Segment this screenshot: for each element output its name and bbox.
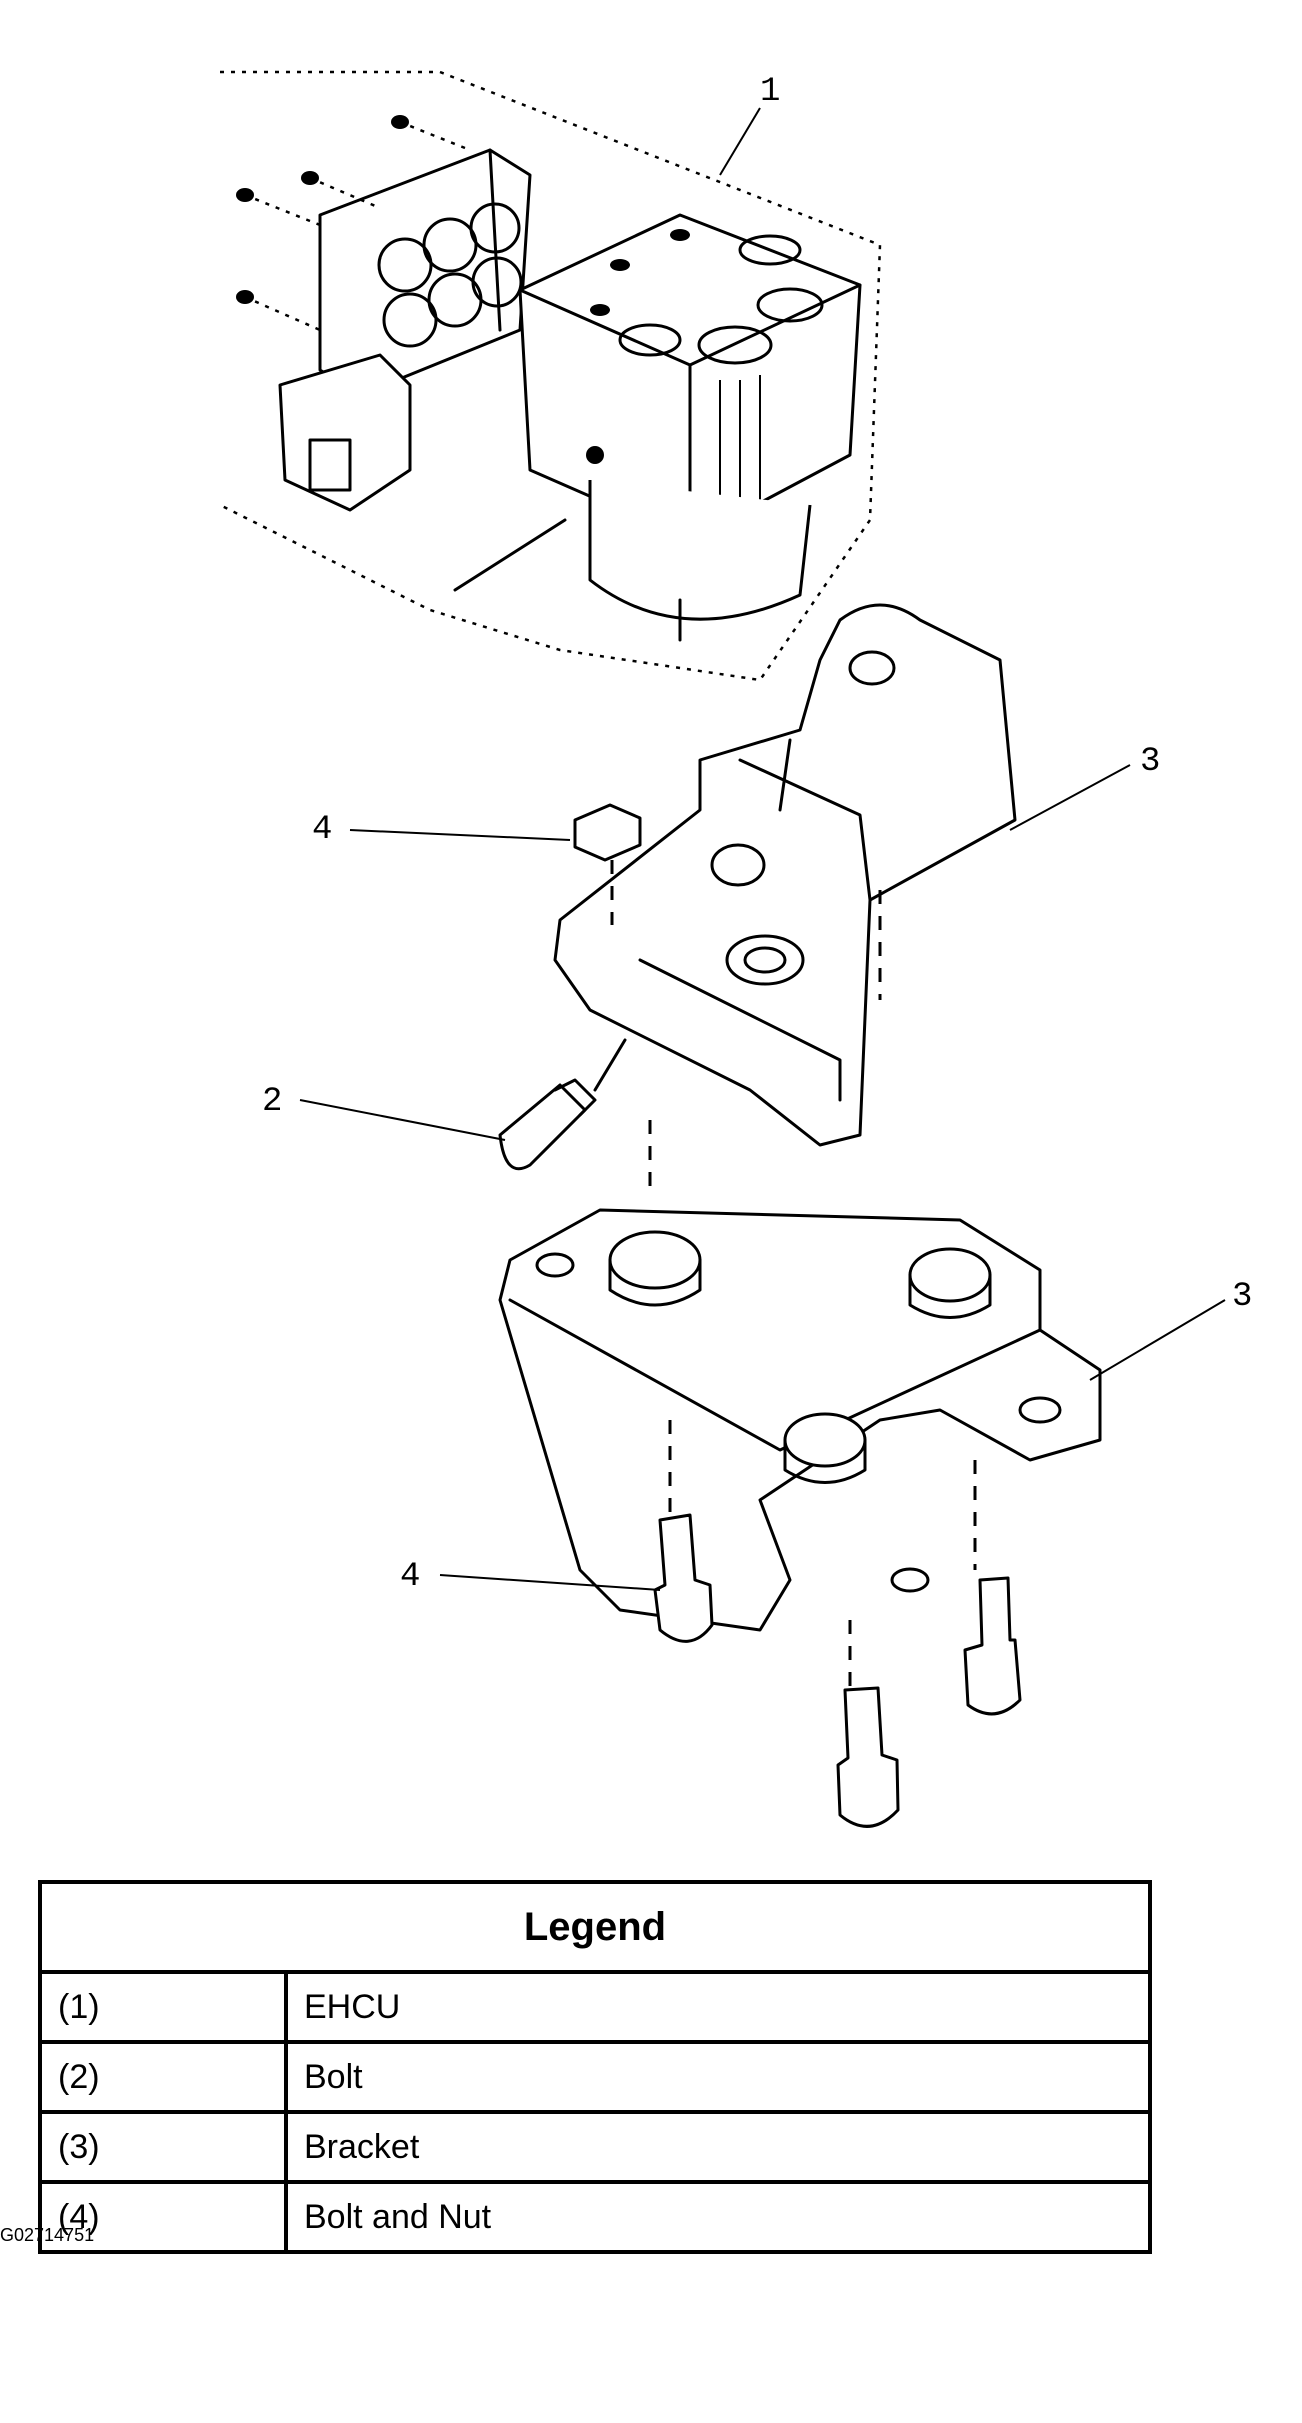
legend-number: (2)	[38, 2040, 288, 2114]
legend-label: Bolt and Nut	[284, 2180, 1152, 2254]
legend-row: (1) EHCU	[38, 1970, 1152, 2044]
figure-id: G02714751	[0, 2225, 95, 2245]
callout-3-lower: 3	[1232, 1278, 1252, 1316]
legend-title: Legend	[38, 1880, 1152, 1974]
nut-upper	[573, 803, 642, 925]
legend-row: (4) Bolt and Nut	[38, 2180, 1152, 2254]
callout-4-lower: 4	[400, 1558, 420, 1596]
legend-number: (3)	[38, 2110, 288, 2184]
callout-3-upper: 3	[1140, 743, 1160, 781]
legend-number: (1)	[38, 1970, 288, 2044]
ehcu-unit	[236, 115, 862, 642]
legend-number: (4)	[38, 2180, 288, 2254]
legend-label: EHCU	[284, 1970, 1152, 2044]
bolt-lower-mid	[836, 1686, 900, 1828]
lower-bracket	[498, 1208, 1102, 1690]
leader-lines	[299, 107, 1226, 1591]
legend-row: (2) Bolt	[38, 2040, 1152, 2114]
callout-1: 1	[760, 73, 780, 111]
legend-table: Legend (1) EHCU (2) Bolt (3) Bracket (4)…	[38, 1880, 1152, 2254]
bolt-left	[498, 1038, 627, 1171]
legend-row: (3) Bracket	[38, 2110, 1152, 2184]
legend-label: Bolt	[284, 2040, 1152, 2114]
exploded-diagram: 1 2 3 3 4 4	[219, 70, 1252, 1828]
callout-4-upper: 4	[312, 811, 332, 849]
bolt-lower-right	[963, 1576, 1022, 1716]
callout-2: 2	[262, 1083, 282, 1121]
ehcu-envelope	[219, 70, 882, 682]
legend-label: Bracket	[284, 2110, 1152, 2184]
legend-header-row: Legend	[38, 1880, 1152, 1974]
bolt-lower-left	[653, 1513, 714, 1643]
upper-bracket	[553, 603, 1017, 1147]
